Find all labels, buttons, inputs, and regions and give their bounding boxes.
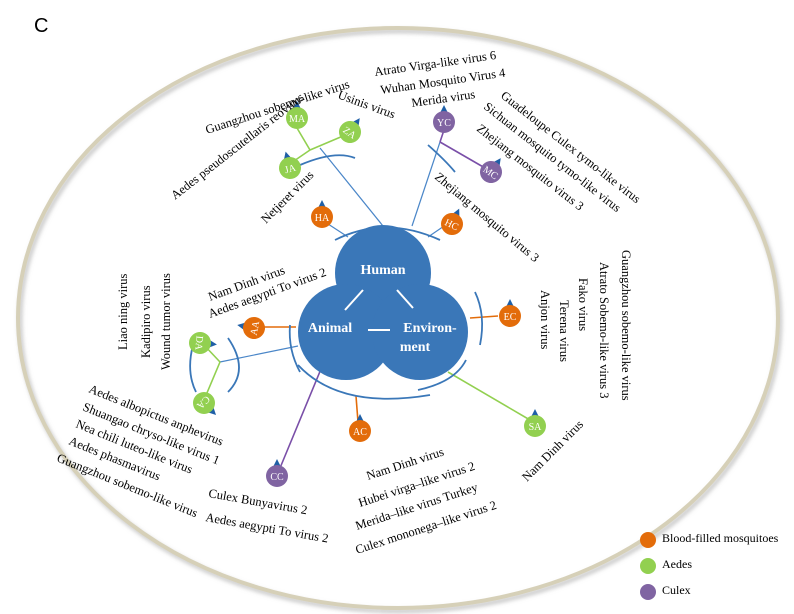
node-layer: MA ZA JA HA YC MC HC AA DA CA CC AC EC SA	[189, 101, 546, 487]
legend-label-culex: Culex	[662, 583, 691, 597]
node-sa-label: SA	[529, 422, 543, 433]
node-hc-label: HC	[443, 217, 461, 233]
node-ma-label: MA	[289, 114, 306, 125]
node-yc-label: YC	[437, 118, 451, 129]
node-da-circle	[189, 332, 211, 354]
node-aa-circle	[243, 317, 265, 339]
node-ha-label: HA	[315, 213, 330, 224]
arc-aedes-top	[299, 154, 356, 166]
node-ec-arrow-icon	[506, 299, 514, 307]
node-ma-arrow-icon	[293, 101, 301, 109]
node-yc: YC	[433, 105, 455, 133]
legend-label-aedes: Aedes	[662, 557, 692, 571]
arc-hub-lowright	[417, 359, 467, 391]
virus-label-da-3: Wound tumor virus	[159, 273, 173, 370]
node-ec: EC	[499, 299, 521, 327]
node-aa: AA	[237, 317, 265, 339]
legend-item-aedes: Aedes	[640, 556, 790, 582]
node-ec-label: EC	[504, 312, 517, 323]
line-mc	[439, 141, 486, 169]
hub-circle-left	[298, 284, 394, 380]
hub-label-animal: Animal	[308, 321, 352, 336]
node-cc-arrow-icon	[273, 459, 281, 467]
virus-label-mc-2: Sichuan mosquito tymo-like virus	[481, 99, 624, 215]
node-yc-arrow-icon	[440, 105, 448, 113]
node-ja-circle	[279, 157, 301, 179]
virus-label-ec-2: Atrato Sobemo-like virus 3	[597, 262, 611, 398]
node-cc-label: CC	[270, 472, 284, 483]
node-ma-circle	[286, 107, 308, 129]
node-mc-circle	[480, 161, 502, 183]
node-ja: JA	[279, 151, 301, 179]
node-da-label: DA	[192, 335, 204, 351]
node-za-circle	[339, 121, 361, 143]
node-sa: SA	[524, 409, 546, 437]
node-ac: AC	[349, 414, 371, 442]
arc-aedes-left	[227, 337, 240, 393]
outer-ellipse	[16, 26, 780, 610]
node-cc: CC	[266, 459, 288, 487]
virus-label-da-1: Liao ning virus	[116, 273, 130, 350]
node-hc-circle	[441, 213, 463, 235]
line-ec	[469, 315, 499, 319]
legend-swatch-culex	[640, 584, 656, 600]
legend-item-blood: Blood-filled mosquitoes	[640, 530, 790, 556]
virus-label-ec-5: Anjon virus	[538, 290, 552, 350]
node-ma: MA	[286, 101, 308, 129]
hub-label-environment-1: Environ-	[403, 321, 457, 336]
line-ma	[296, 127, 311, 151]
legend: Blood-filled mosquitoes Aedes Culex	[640, 530, 790, 608]
node-yc-circle	[433, 111, 455, 133]
node-ha-arrow-icon	[318, 200, 326, 208]
node-aa-label: AA	[249, 319, 262, 336]
line-cc	[279, 368, 322, 469]
arc-hub-left	[288, 324, 301, 373]
line-aedes-top	[319, 147, 384, 227]
legend-label-blood: Blood-filled mosquitoes	[662, 531, 779, 545]
node-ha: HA	[311, 200, 333, 228]
legend-item-culex: Culex	[640, 582, 790, 608]
arc-culex-top	[427, 144, 456, 173]
node-cc-circle	[266, 465, 288, 487]
virus-label-ec-3: Fako virus	[576, 278, 590, 331]
legend-swatch-aedes	[640, 558, 656, 574]
virus-label-ec-4: Terena virus	[557, 300, 571, 362]
hub-label-environment-2: ment	[400, 340, 431, 355]
node-ca: CA	[193, 392, 217, 416]
node-ha-circle	[311, 206, 333, 228]
line-za	[309, 135, 344, 151]
node-ac-circle	[349, 420, 371, 442]
line-aedes-left	[219, 345, 299, 363]
node-ec-circle	[499, 305, 521, 327]
legend-swatch-blood	[640, 532, 656, 548]
hub-circle-right	[372, 284, 468, 380]
node-hc: HC	[441, 208, 463, 235]
panel-label: C	[34, 15, 48, 37]
arc-hub-bottom	[297, 364, 431, 400]
node-sa-circle	[524, 415, 546, 437]
line-sa	[447, 371, 531, 421]
node-ac-label: AC	[353, 427, 367, 438]
connector-lines	[203, 127, 531, 469]
virus-label-mc-1: Guadeloupe Culex tymo-like virus	[498, 88, 643, 206]
hub-label-human: Human	[360, 263, 405, 278]
node-ac-arrow-icon	[356, 414, 364, 422]
node-ca-circle	[193, 392, 215, 414]
line-ac	[355, 395, 359, 423]
line-culex-top	[411, 141, 441, 227]
virus-label-ja-1: Aedes pseudoscutellaris reovirus	[168, 90, 306, 202]
node-da: DA	[189, 332, 217, 354]
virus-label-da-2: Kadipiro virus	[139, 285, 153, 358]
virus-label-ec-1: Guangzhou sobemo-like virus	[619, 250, 633, 401]
node-mc: MC	[480, 158, 502, 183]
node-ja-label: JA	[284, 162, 298, 176]
central-hub: Human Animal Environ- ment	[298, 225, 468, 380]
virus-label-cc-2: Aedes aegypti To virus 2	[204, 510, 329, 545]
arc-hub-right	[474, 291, 484, 346]
node-za: ZA	[339, 118, 361, 143]
node-sa-arrow-icon	[531, 409, 539, 417]
